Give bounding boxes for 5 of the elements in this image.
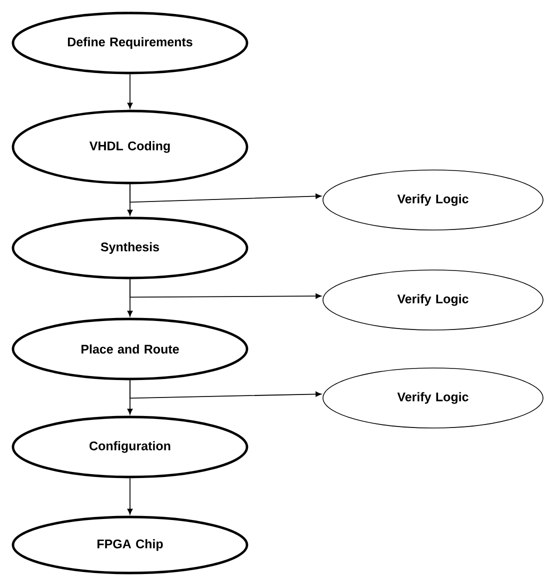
arrow xyxy=(127,74,133,109)
arrow xyxy=(130,184,322,203)
arrow xyxy=(130,380,322,399)
arrow xyxy=(127,478,133,515)
arrow xyxy=(130,278,322,299)
